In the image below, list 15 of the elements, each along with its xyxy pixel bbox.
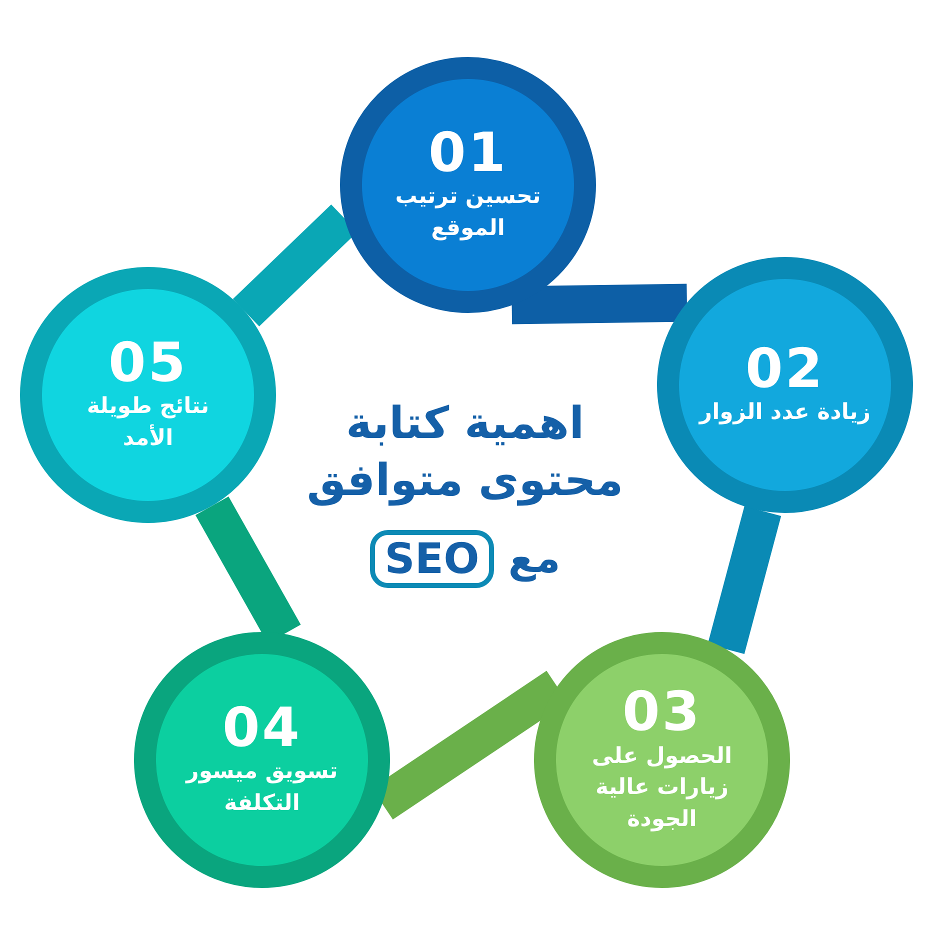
step-text: نتائج طويلة الأمد [86, 393, 210, 454]
diagram-title: اهمية كتابة محتوى متوافق [306, 397, 624, 508]
step-number: 04 [222, 700, 302, 756]
connector-band [708, 506, 782, 654]
step-number: 03 [622, 684, 702, 740]
step-text: تسويق ميسور التكلفة [184, 758, 339, 818]
step-number: 05 [108, 334, 188, 392]
step-number: 02 [745, 340, 825, 398]
step-number: 01 [428, 124, 508, 182]
connector-band [512, 284, 688, 324]
step-text: الحصول على زيارات عالية الجودة [590, 742, 734, 834]
title-word: مع [508, 536, 560, 582]
keyword-badge: SEO [370, 530, 494, 588]
step-text: زيادة عدد الزوار [698, 399, 872, 428]
step-text: تحسين ترتيب الموقع [394, 183, 542, 244]
